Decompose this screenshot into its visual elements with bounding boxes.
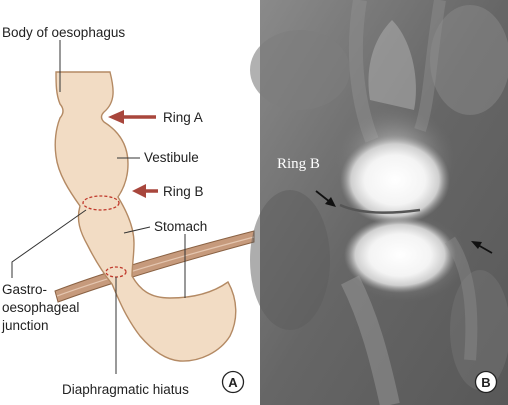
ring-b-arrow (132, 184, 158, 198)
label-vestibule: Vestibule (144, 150, 199, 165)
ring-b-dashed (82, 195, 120, 211)
panel-a: Body of oesophagus Ring A Vestibule Ring… (1, 25, 255, 397)
label-gej-line2: oesophageal (2, 300, 79, 315)
badge-b: B (474, 370, 498, 394)
label-ring-a: Ring A (163, 110, 203, 125)
badge-a: A (221, 370, 245, 394)
oesophagus-stomach-outline (54, 71, 237, 362)
svg-text:A: A (228, 375, 238, 390)
label-body-of-oesophagus: Body of oesophagus (2, 25, 125, 40)
xray-arrow-left (315, 190, 336, 207)
xray-arrow-right (471, 241, 493, 254)
label-diaphragmatic-hiatus: Diaphragmatic hiatus (62, 382, 189, 397)
panel-b-radiograph: Ring B B (250, 0, 508, 405)
label-ring-b: Ring B (163, 184, 204, 199)
label-gej-line1: Gastro- (2, 282, 47, 297)
leader-lines (11, 40, 186, 374)
svg-text:B: B (481, 375, 490, 390)
label-stomach: Stomach (154, 219, 207, 234)
ring-a-arrow (108, 110, 156, 124)
xray-label-ring-b: Ring B (277, 156, 320, 172)
label-gej-line3: junction (1, 318, 49, 333)
